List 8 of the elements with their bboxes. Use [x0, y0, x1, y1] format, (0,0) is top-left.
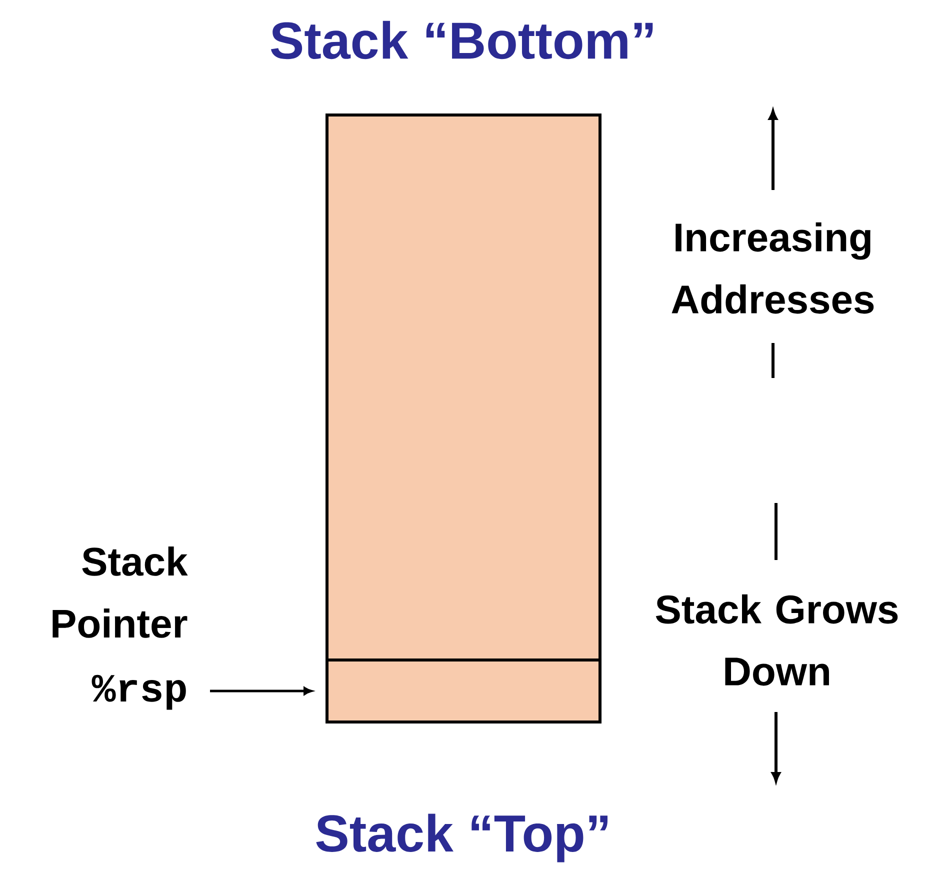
- stack-top-label: Stack “Top”: [316, 814, 608, 862]
- direction-label: Stack Grows Down: [656, 594, 898, 686]
- pointer-label: Stack Pointer %rsp: [52, 546, 188, 710]
- stack-box: [326, 114, 602, 724]
- stack-frame: [326, 658, 602, 724]
- title: Stack “Bottom”: [270, 20, 653, 60]
- arrow: [210, 687, 312, 695]
- direction-label: Increasing Addresses: [672, 222, 874, 314]
